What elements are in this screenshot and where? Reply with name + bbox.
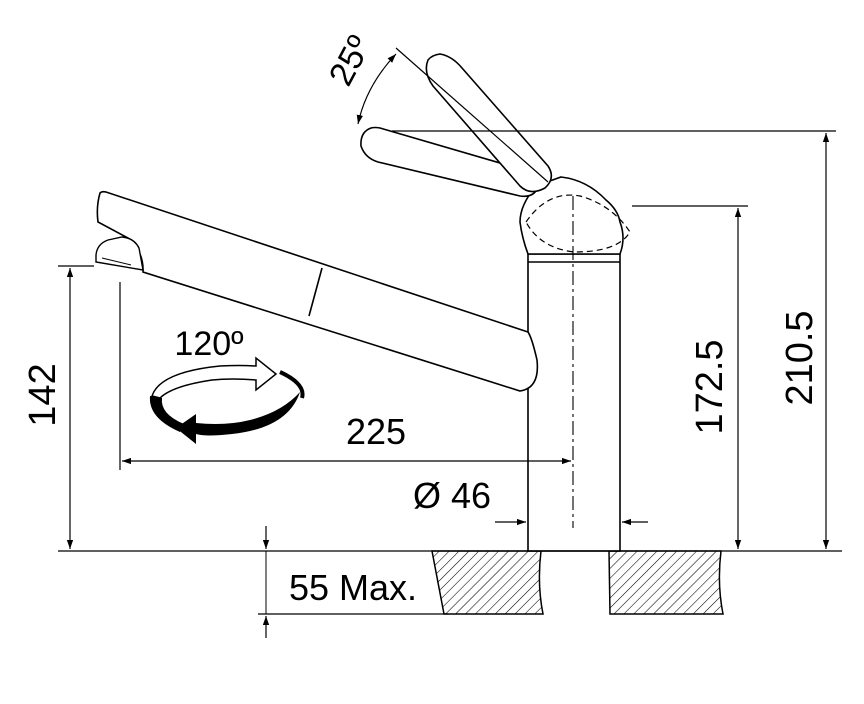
mount-thickness-label: 55 Max. xyxy=(289,567,417,608)
faucet-body xyxy=(527,253,621,552)
lever-open-outline xyxy=(525,194,631,253)
countertop xyxy=(431,550,724,615)
lever-base xyxy=(519,176,624,255)
diameter-label: Ø 46 xyxy=(413,475,491,516)
total-height-label: 210.5 xyxy=(779,310,821,405)
rotation-symbol xyxy=(149,356,305,444)
spout-aerator xyxy=(95,236,144,271)
spout-angle-label: 25º xyxy=(322,30,379,92)
reach-label: 225 xyxy=(346,411,406,452)
rotation-arrow-front xyxy=(151,356,278,399)
body-height-label: 172.5 xyxy=(689,339,731,434)
angle-extension xyxy=(395,47,549,183)
countertop-right-section xyxy=(608,550,724,615)
spout-hose-joint xyxy=(308,267,323,317)
lever-closed xyxy=(360,126,539,198)
dimension-labels: 25º 120º 142 225 Ø 46 55 Max. 172.5 210.… xyxy=(22,30,821,608)
faucet-spout xyxy=(96,190,539,392)
rotation-arrow-back xyxy=(176,392,300,444)
rotation-label: 120º xyxy=(174,325,243,363)
aerator-detail xyxy=(101,257,132,266)
angle-arc xyxy=(356,53,397,125)
countertop-left-section xyxy=(431,550,544,615)
rotation-ring-right xyxy=(279,370,305,399)
faucet xyxy=(95,53,631,552)
dimension-lines xyxy=(58,47,842,638)
rotation-ring-dark xyxy=(149,396,184,432)
outlet-height-label: 142 xyxy=(22,363,64,426)
